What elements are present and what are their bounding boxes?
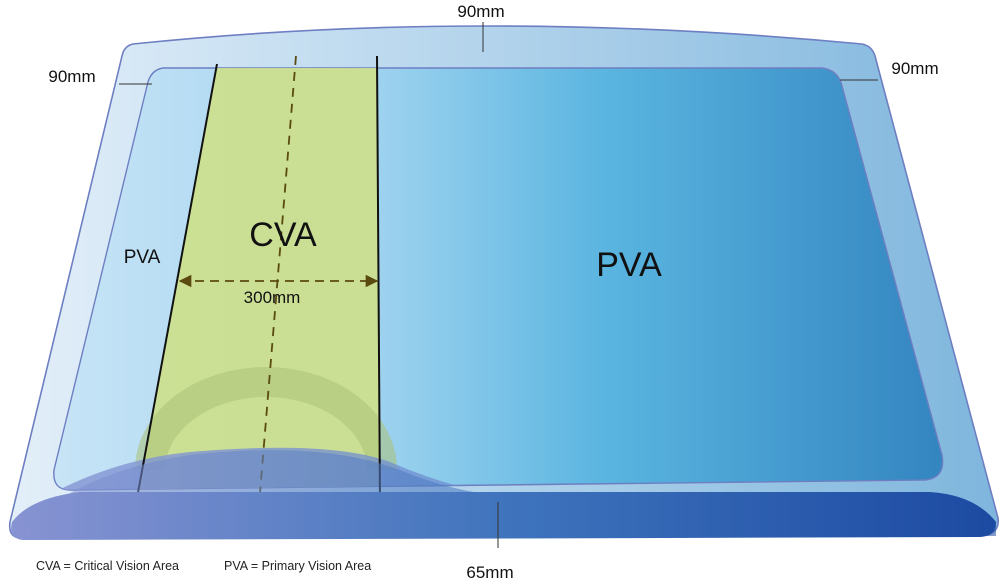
cva-label: CVA (249, 216, 317, 254)
top-dimension-label: 90mm (457, 2, 504, 21)
pva-left-label: PVA (124, 247, 161, 268)
hood-curve-over-band (22, 450, 996, 540)
right-dimension-label: 90mm (891, 59, 938, 78)
cva-right-boundary (376, 55, 381, 506)
cva-width-label: 300mm (244, 288, 301, 307)
bottom-dimension-label: 65mm (466, 563, 513, 582)
legend-cva: CVA = Critical Vision Area (36, 559, 179, 573)
left-dimension-label: 90mm (48, 67, 95, 86)
wiper-sweep-arc-outer (135, 367, 397, 471)
pva-main-label: PVA (596, 246, 662, 284)
cva-left-boundary (136, 63, 218, 499)
legend-pva: PVA = Primary Vision Area (224, 559, 371, 573)
